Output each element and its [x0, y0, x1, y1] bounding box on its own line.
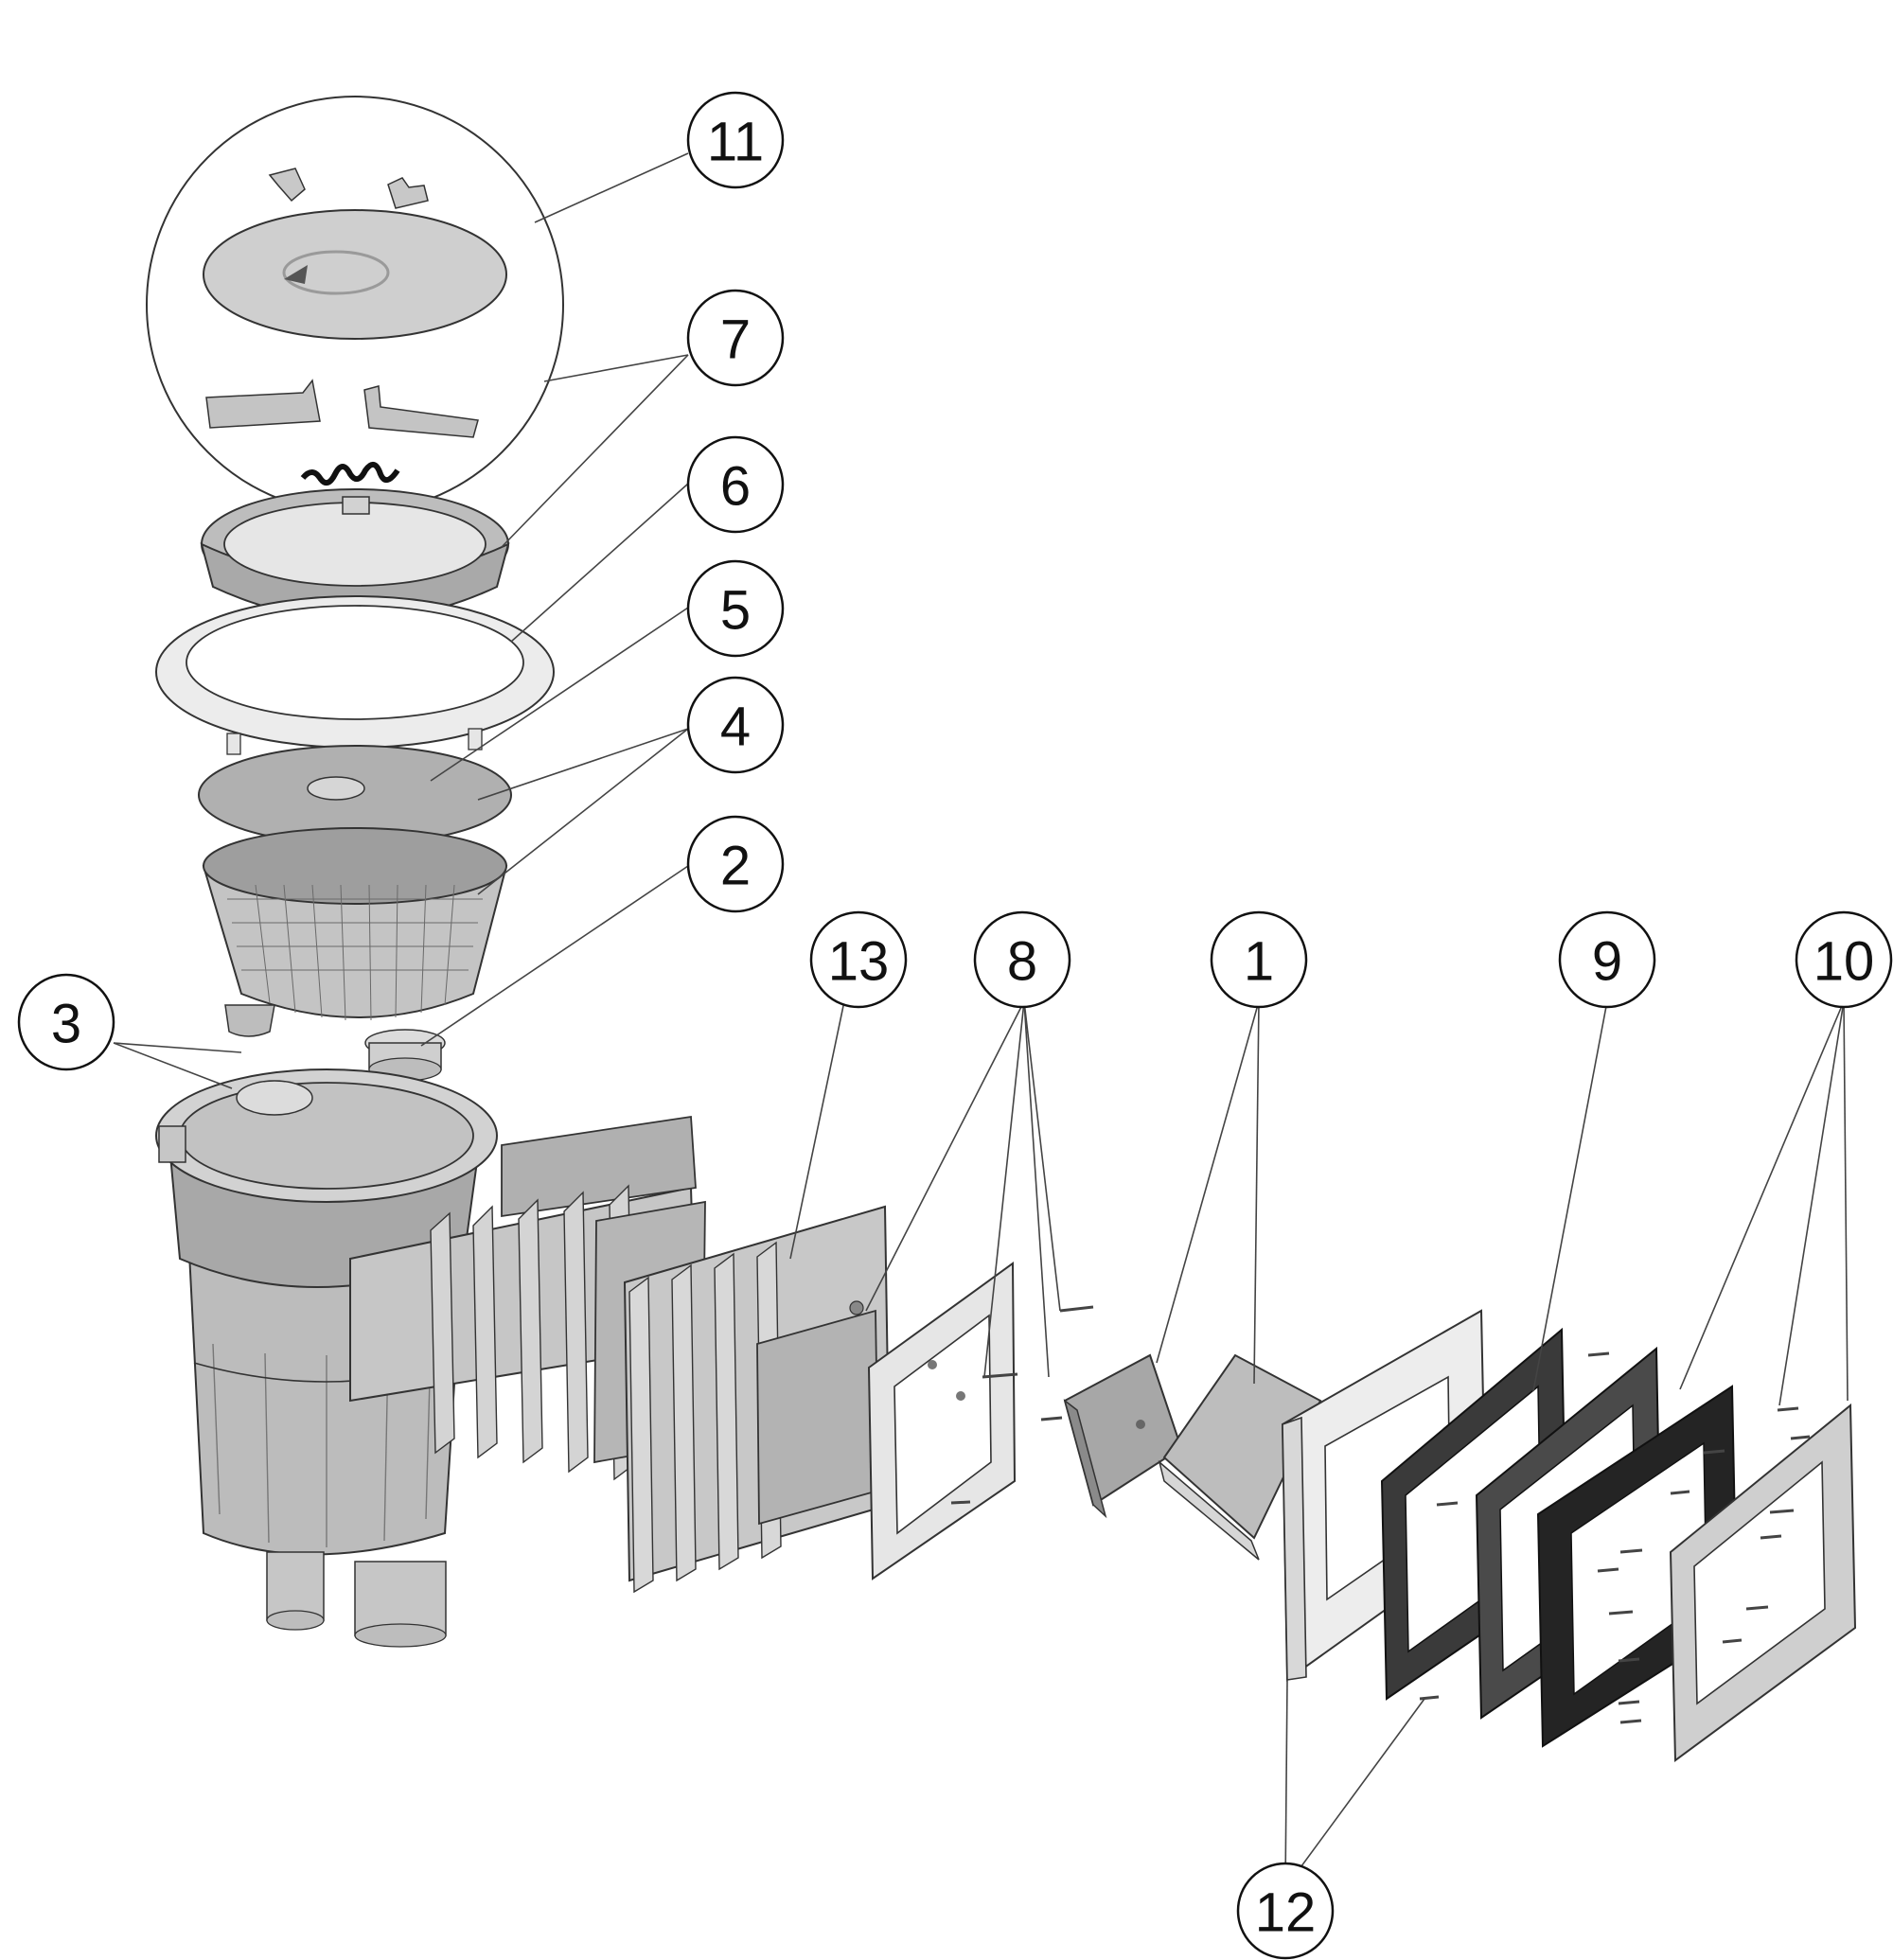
- callout-8: 8: [973, 910, 1071, 1009]
- leader-lines: [113, 152, 1849, 1889]
- callout-7-label: 7: [720, 309, 751, 371]
- callout-6: 6: [686, 435, 785, 534]
- callout-5: 5: [686, 559, 785, 658]
- float-valve: [364, 1029, 446, 1082]
- weir-flap-a: [1063, 1353, 1183, 1519]
- callout-9-label: 9: [1592, 931, 1622, 993]
- weir-flap-b: [1158, 1353, 1322, 1561]
- lid-bracket-right: [363, 385, 479, 438]
- callout-11: 11: [686, 91, 785, 189]
- callout-1-label: 1: [1244, 931, 1274, 993]
- callout-4: 4: [686, 676, 785, 774]
- callout-2: 2: [686, 815, 785, 913]
- skimmer-body: [155, 1068, 706, 1648]
- callout-9: 9: [1558, 910, 1656, 1009]
- face-screws: [1419, 1351, 1811, 1724]
- throat-frame: [867, 1262, 1017, 1580]
- throat-extension: [623, 1205, 892, 1594]
- callout-7: 7: [686, 289, 785, 387]
- callout-13-label: 13: [828, 931, 890, 993]
- lid-detail-group: [146, 96, 564, 514]
- frame-screws-8: [950, 1305, 1094, 1505]
- callout-1: 1: [1210, 910, 1308, 1009]
- callout-8-label: 8: [1007, 931, 1037, 993]
- trim-cover: [1669, 1403, 1857, 1762]
- lid-bracket-left: [205, 379, 321, 429]
- lid-spring: [300, 462, 400, 486]
- collar-ring: [200, 488, 510, 621]
- skimmer-lid-arrow: [284, 265, 308, 284]
- adapter-ring: [155, 595, 555, 755]
- callout-3: 3: [17, 973, 115, 1071]
- callout-3-label: 3: [51, 994, 81, 1055]
- basket-cover-disc: [198, 745, 512, 845]
- callout-5-label: 5: [720, 580, 751, 642]
- callout-12-label: 12: [1255, 1882, 1317, 1944]
- callout-6-label: 6: [720, 456, 751, 518]
- callout-12: 12: [1236, 1862, 1335, 1960]
- callout-13: 13: [809, 910, 908, 1009]
- skimmer-lid-center: [282, 250, 390, 295]
- lid-clip-left: [268, 168, 306, 203]
- lid-clip-right: [387, 177, 429, 209]
- callout-4-label: 4: [720, 697, 751, 758]
- callout-2-label: 2: [720, 836, 751, 897]
- strainer-basket: [202, 827, 508, 1037]
- callout-10: 10: [1795, 910, 1893, 1009]
- callout-11-label: 11: [707, 112, 764, 173]
- callout-10-label: 10: [1813, 931, 1875, 993]
- skimmer-lid-disc: [203, 209, 507, 340]
